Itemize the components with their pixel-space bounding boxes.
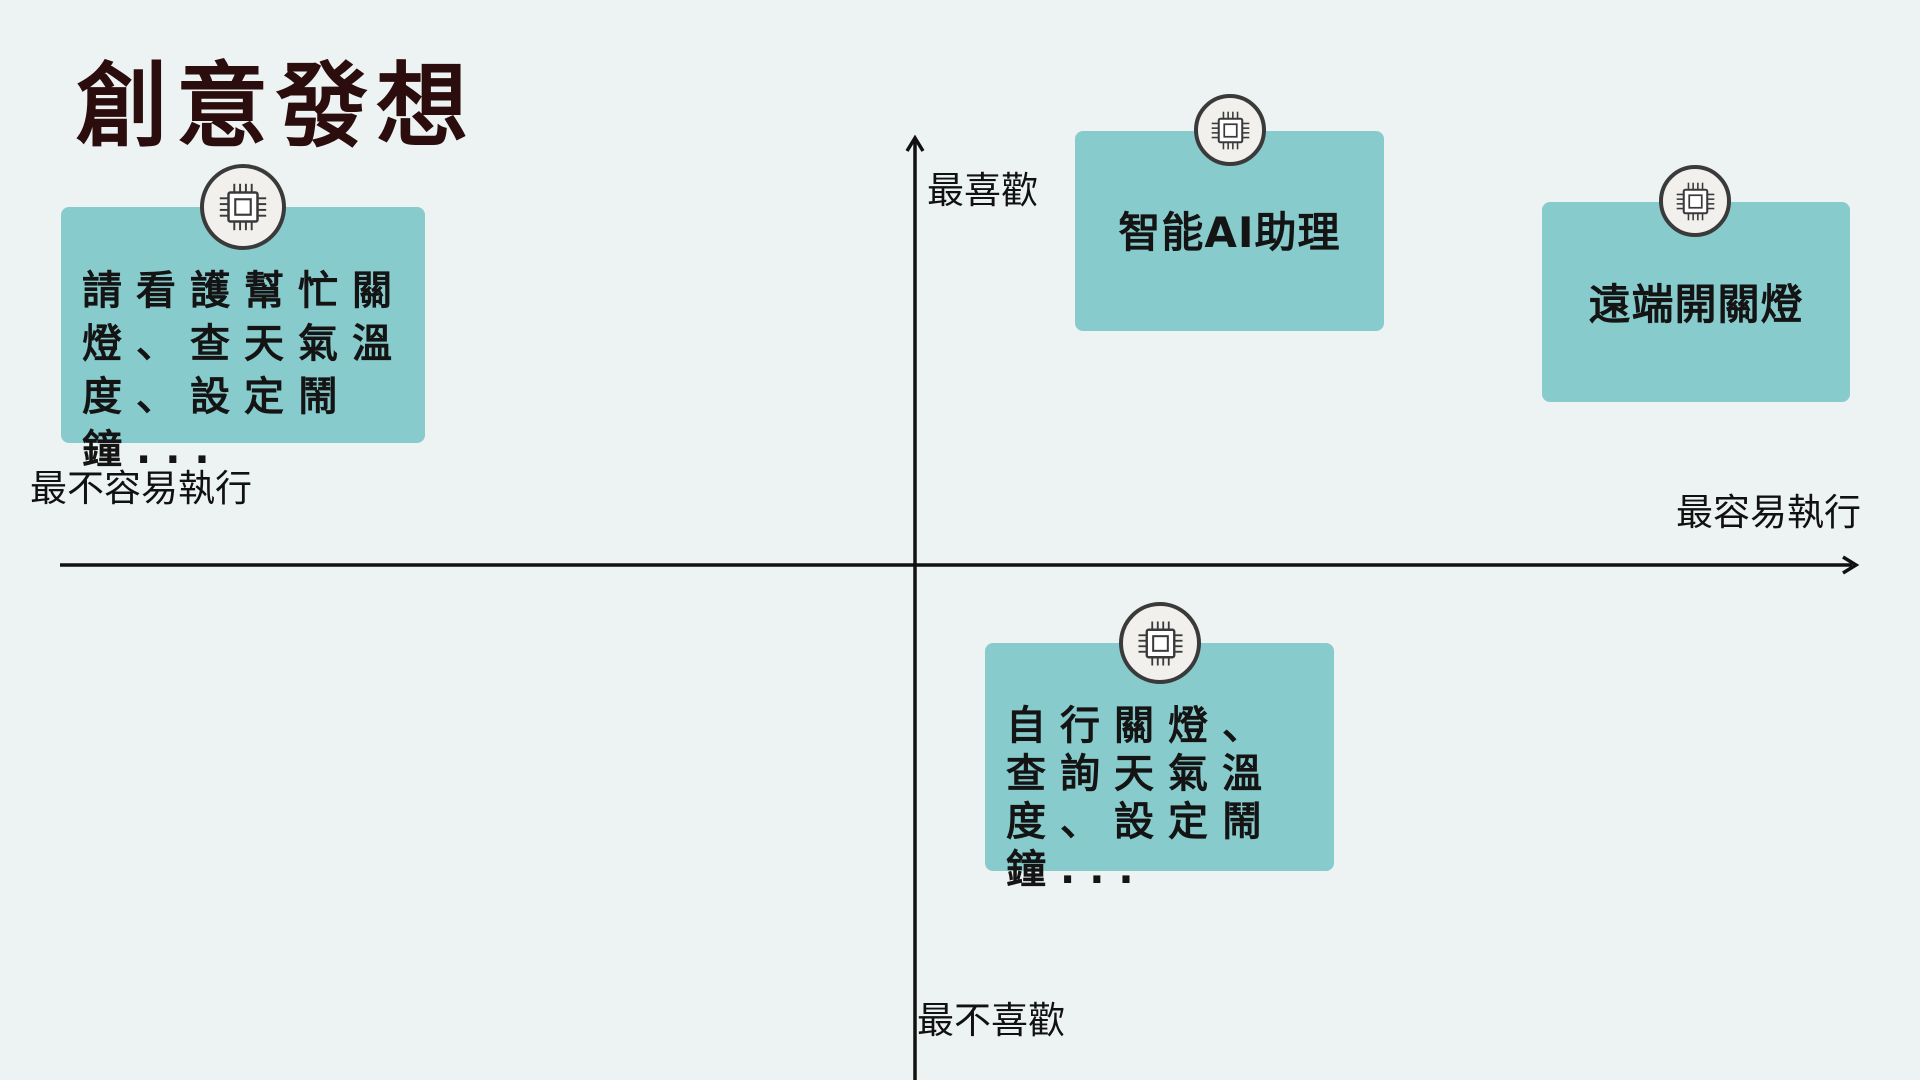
x-axis-arrowhead <box>1842 555 1860 575</box>
chip-icon-glyph <box>219 183 267 231</box>
chip-icon-glyph <box>1676 182 1714 220</box>
axis-label-right: 最容易執行 <box>1676 491 1861 534</box>
axis-label-top: 最喜歡 <box>927 169 1038 212</box>
idea-card-remote-light-text: 遠端開關燈 <box>1588 280 1804 329</box>
chip-icon <box>200 164 286 250</box>
idea-card-self-operate-text: 自行關燈、查詢天氣溫度、設定鬧鐘... <box>1006 703 1276 893</box>
chip-icon-glyph <box>1138 621 1182 665</box>
axis-label-left: 最不容易執行 <box>30 467 252 510</box>
chip-icon <box>1659 165 1731 237</box>
axis-label-bottom: 最不喜歡 <box>917 999 1065 1042</box>
idea-card-caregiver-text: 請看護幫忙關燈、查天氣溫度、設定鬧鐘... <box>82 268 406 473</box>
idea-card-ai-assistant-text: 智能AI助理 <box>1118 208 1341 257</box>
page-title: 創意發想 <box>76 53 477 160</box>
y-axis-arrowhead <box>905 134 925 152</box>
chip-icon <box>1194 94 1266 166</box>
chip-icon <box>1119 602 1201 684</box>
chip-icon-glyph <box>1211 111 1249 149</box>
